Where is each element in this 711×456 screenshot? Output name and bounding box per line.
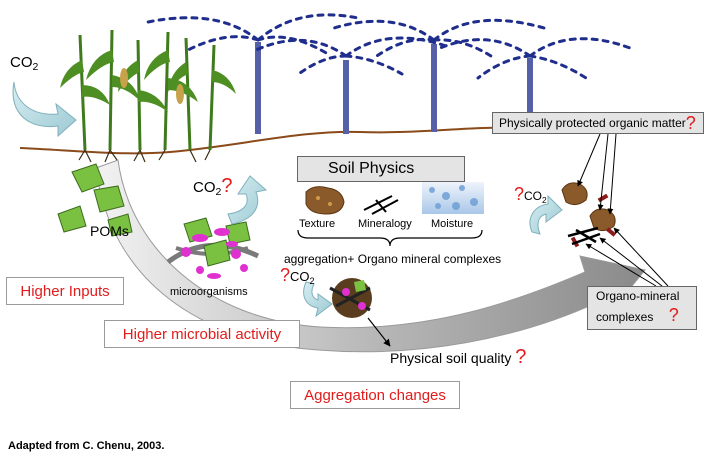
co2-inflow-arrow <box>12 81 77 138</box>
pom-fragments <box>57 163 133 237</box>
plant-roots <box>78 149 211 163</box>
protected-om-particles <box>561 182 617 248</box>
pointer-lines-organo <box>585 227 669 287</box>
organo-mineral-box: Organo-mineral complexes ? <box>587 286 697 330</box>
physical-soil-quality-label: Physical soil quality ? <box>390 346 527 368</box>
sprinklers <box>255 42 533 134</box>
mineralogy-icon <box>363 195 399 215</box>
microorganisms-label: microorganisms <box>170 286 248 298</box>
microbe-cluster <box>166 217 260 279</box>
co2-label-aggregate: ?CO2 <box>280 265 315 286</box>
texture-icon <box>305 186 345 215</box>
moisture-label: Moisture <box>431 218 474 230</box>
co2-label-right: ?CO2 <box>514 184 547 205</box>
soil-physics-brace <box>297 229 483 247</box>
quality-pointer-line <box>367 317 391 347</box>
aggregation-label: aggregation+ Organo mineral complexes <box>284 252 502 266</box>
moisture-drops <box>429 185 478 210</box>
co2-label-topleft: CO2 <box>10 54 39 73</box>
mineralogy-label: Mineralogy <box>358 218 412 230</box>
water-sprays <box>146 13 632 80</box>
co2-label-microbes: CO2? <box>193 175 233 198</box>
source-credit: Adapted from C. Chenu, 2003. <box>8 440 165 452</box>
aggregation-changes-box: Aggregation changes <box>290 381 460 409</box>
moisture-icon <box>422 182 484 214</box>
higher-inputs-box: Higher Inputs <box>6 277 124 305</box>
texture-label: Texture <box>299 218 336 230</box>
microbial-activity-box: Higher microbial activity <box>104 320 300 348</box>
soil-physics-box: Soil Physics <box>297 156 465 182</box>
cob-shapes <box>120 68 184 104</box>
aggregate-center <box>329 278 372 318</box>
poms-label: POMs <box>90 223 129 239</box>
co2-aggregate-arrow <box>303 281 333 318</box>
protected-om-box: Physically protected organic matter? <box>492 112 704 134</box>
co2-right-arrow <box>529 194 563 235</box>
co2-microbe-arrow <box>227 175 268 225</box>
pointer-lines-protected <box>577 133 617 215</box>
plant-leaves <box>60 50 236 112</box>
